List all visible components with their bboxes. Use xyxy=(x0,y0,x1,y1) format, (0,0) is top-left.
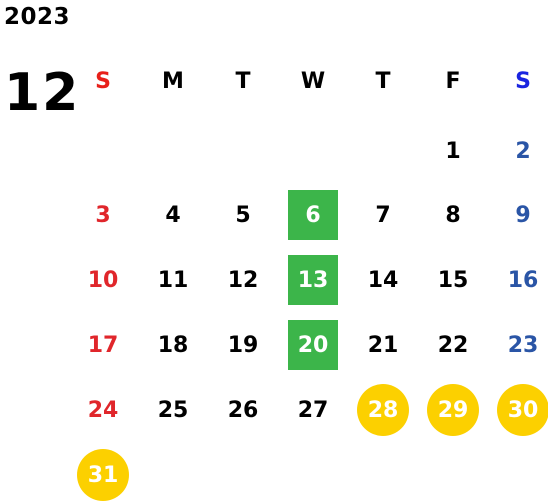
day-number: 11 xyxy=(157,267,189,293)
day-cell[interactable]: 1 xyxy=(423,126,483,176)
day-cell[interactable]: 14 xyxy=(353,255,413,305)
day-number: 15 xyxy=(437,267,469,293)
day-cell[interactable]: 22 xyxy=(423,320,483,370)
day-number: 31 xyxy=(77,449,129,501)
day-number: 27 xyxy=(297,397,329,423)
day-number: 9 xyxy=(515,202,531,228)
weekday-header: S xyxy=(515,68,531,94)
weekday-header: T xyxy=(375,68,391,94)
day-number: 29 xyxy=(427,384,479,436)
day-number: 2 xyxy=(515,138,531,164)
day-cell[interactable]: 18 xyxy=(143,320,203,370)
day-number: 28 xyxy=(357,384,409,436)
day-number: 21 xyxy=(367,332,399,358)
day-number: 30 xyxy=(497,384,548,436)
holiday-day-cell[interactable]: 29 xyxy=(423,384,483,436)
day-cell[interactable]: 5 xyxy=(213,190,273,240)
weekday-header: M xyxy=(162,68,184,94)
day-cell[interactable]: 11 xyxy=(143,255,203,305)
holiday-day-cell[interactable]: 31 xyxy=(73,449,133,501)
day-cell[interactable]: 4 xyxy=(143,190,203,240)
day-number: 3 xyxy=(95,202,111,228)
day-cell[interactable]: 24 xyxy=(73,385,133,435)
day-number: 16 xyxy=(507,267,539,293)
day-cell[interactable]: 27 xyxy=(283,385,343,435)
day-cell[interactable]: 10 xyxy=(73,255,133,305)
day-number: 22 xyxy=(437,332,469,358)
day-number: 4 xyxy=(165,202,181,228)
weekday-header: W xyxy=(300,68,326,94)
day-number: 13 xyxy=(288,255,338,305)
calendar-month: 12 xyxy=(4,63,81,123)
day-cell[interactable]: 23 xyxy=(493,320,548,370)
day-number: 1 xyxy=(445,138,461,164)
day-cell[interactable]: 25 xyxy=(143,385,203,435)
highlighted-day-cell[interactable]: 20 xyxy=(283,320,343,370)
day-number: 26 xyxy=(227,397,259,423)
weekday-header: F xyxy=(445,68,461,94)
day-cell[interactable]: 12 xyxy=(213,255,273,305)
day-cell[interactable]: 9 xyxy=(493,190,548,240)
day-number: 10 xyxy=(87,267,119,293)
day-number: 7 xyxy=(375,202,391,228)
day-number: 20 xyxy=(288,320,338,370)
day-number: 8 xyxy=(445,202,461,228)
day-number: 12 xyxy=(227,267,259,293)
weekday-header: S xyxy=(95,68,111,94)
calendar-year: 2023 xyxy=(4,4,71,30)
day-number: 6 xyxy=(288,190,338,240)
day-cell[interactable]: 21 xyxy=(353,320,413,370)
day-cell[interactable]: 3 xyxy=(73,190,133,240)
day-number: 14 xyxy=(367,267,399,293)
highlighted-day-cell[interactable]: 6 xyxy=(283,190,343,240)
day-number: 24 xyxy=(87,397,119,423)
holiday-day-cell[interactable]: 30 xyxy=(493,384,548,436)
day-cell[interactable]: 19 xyxy=(213,320,273,370)
day-cell[interactable]: 16 xyxy=(493,255,548,305)
day-number: 17 xyxy=(87,332,119,358)
day-cell[interactable]: 26 xyxy=(213,385,273,435)
day-cell[interactable]: 2 xyxy=(493,126,548,176)
day-cell[interactable]: 17 xyxy=(73,320,133,370)
day-number: 23 xyxy=(507,332,539,358)
day-cell[interactable]: 15 xyxy=(423,255,483,305)
highlighted-day-cell[interactable]: 13 xyxy=(283,255,343,305)
day-number: 18 xyxy=(157,332,189,358)
day-cell[interactable]: 7 xyxy=(353,190,413,240)
weekday-header: T xyxy=(235,68,251,94)
day-number: 19 xyxy=(227,332,259,358)
day-number: 5 xyxy=(235,202,251,228)
day-cell[interactable]: 8 xyxy=(423,190,483,240)
holiday-day-cell[interactable]: 28 xyxy=(353,384,413,436)
day-number: 25 xyxy=(157,397,189,423)
